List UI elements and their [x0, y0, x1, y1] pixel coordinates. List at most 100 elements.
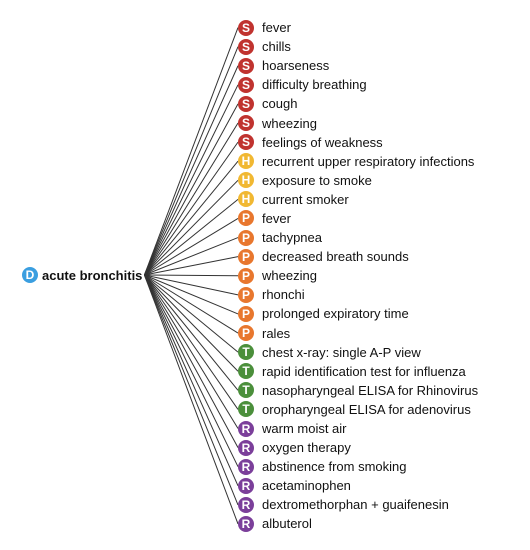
leaf-type-badge: R [238, 458, 254, 475]
leaf-label: difficulty breathing [262, 77, 367, 93]
leaf-label: exposure to smoke [262, 172, 372, 188]
leaf-label: tachypnea [262, 230, 322, 246]
connector-line [143, 122, 239, 276]
leaf-label: dextromethorphan + guaifenesin [262, 497, 449, 513]
connector-line [144, 160, 239, 276]
leaf-type-badge: P [238, 286, 254, 303]
leaf-type-badge: T [238, 344, 254, 361]
leaf-type-badge: T [238, 382, 254, 399]
connector-line [143, 274, 239, 429]
connector-line [143, 46, 239, 276]
leaf-type-badge: R [238, 477, 254, 494]
connector-line [144, 274, 239, 410]
leaf-label: chest x-ray: single A-P view [262, 344, 421, 360]
leaf-label: rales [262, 325, 291, 341]
leaf-type-badge: H [238, 172, 254, 189]
leaf-type-badge: P [238, 305, 254, 322]
leaf-label: chills [262, 39, 291, 55]
connector-line [144, 237, 239, 276]
connector-line [143, 65, 239, 276]
leaf-label: abstinence from smoking [262, 459, 407, 475]
leaf-label: rhonchi [262, 287, 305, 303]
connector-line [143, 274, 239, 486]
connector-line [144, 274, 239, 334]
connector-line [144, 274, 239, 296]
root-type-badge: D [22, 267, 38, 283]
connector-line [143, 274, 239, 448]
leaf-label: oropharyngeal ELISA for adenovirus [262, 401, 471, 417]
connector-line [144, 141, 239, 276]
leaf-label: recurrent upper respiratory infections [262, 153, 475, 169]
leaf-type-badge: S [238, 19, 254, 36]
connector-line [143, 84, 239, 276]
leaf-label: wheezing [262, 115, 317, 131]
leaf-type-badge: P [238, 229, 254, 246]
connector-line [143, 274, 239, 467]
leaf-label: feelings of weakness [262, 134, 383, 150]
leaf-type-badge: P [238, 325, 254, 342]
connector-line [143, 27, 239, 276]
leaf-label: fever [262, 20, 291, 36]
leaf-label: oxygen therapy [262, 440, 351, 456]
leaf-label: current smoker [262, 191, 349, 207]
leaf-label: warm moist air [262, 421, 347, 437]
leaf-type-badge: R [238, 515, 254, 532]
leaf-type-badge: S [238, 134, 254, 151]
leaf-label: acetaminophen [262, 478, 351, 494]
root-node[interactable]: D acute bronchitis [22, 265, 142, 285]
leaf-label: prolonged expiratory time [262, 306, 409, 322]
leaf-type-badge: H [238, 191, 254, 208]
leaf-type-badge: P [238, 248, 254, 265]
leaf-type-badge: R [238, 496, 254, 513]
connector-line [144, 274, 239, 277]
connector-line [143, 103, 239, 276]
leaf-label: nasopharyngeal ELISA for Rhinovirus [262, 382, 479, 398]
leaf-label: albuterol [262, 516, 312, 532]
connector-line [144, 179, 239, 276]
leaf-type-badge: S [238, 115, 254, 132]
leaf-type-badge: S [238, 76, 254, 93]
leaf-type-badge: S [238, 57, 254, 74]
leaf-type-badge: P [238, 267, 254, 284]
leaf-label: hoarseness [262, 58, 330, 74]
connector-line [143, 274, 239, 525]
connector-line [144, 199, 239, 276]
leaf-type-badge: T [238, 401, 254, 418]
root-label: acute bronchitis [42, 267, 143, 283]
connector-line [144, 256, 239, 276]
leaf-label: rapid identification test for influenza [262, 363, 466, 379]
connector-line [143, 274, 239, 506]
leaf-type-badge: T [238, 363, 254, 380]
leaf-type-badge: R [238, 439, 254, 456]
leaf-type-badge: P [238, 210, 254, 227]
